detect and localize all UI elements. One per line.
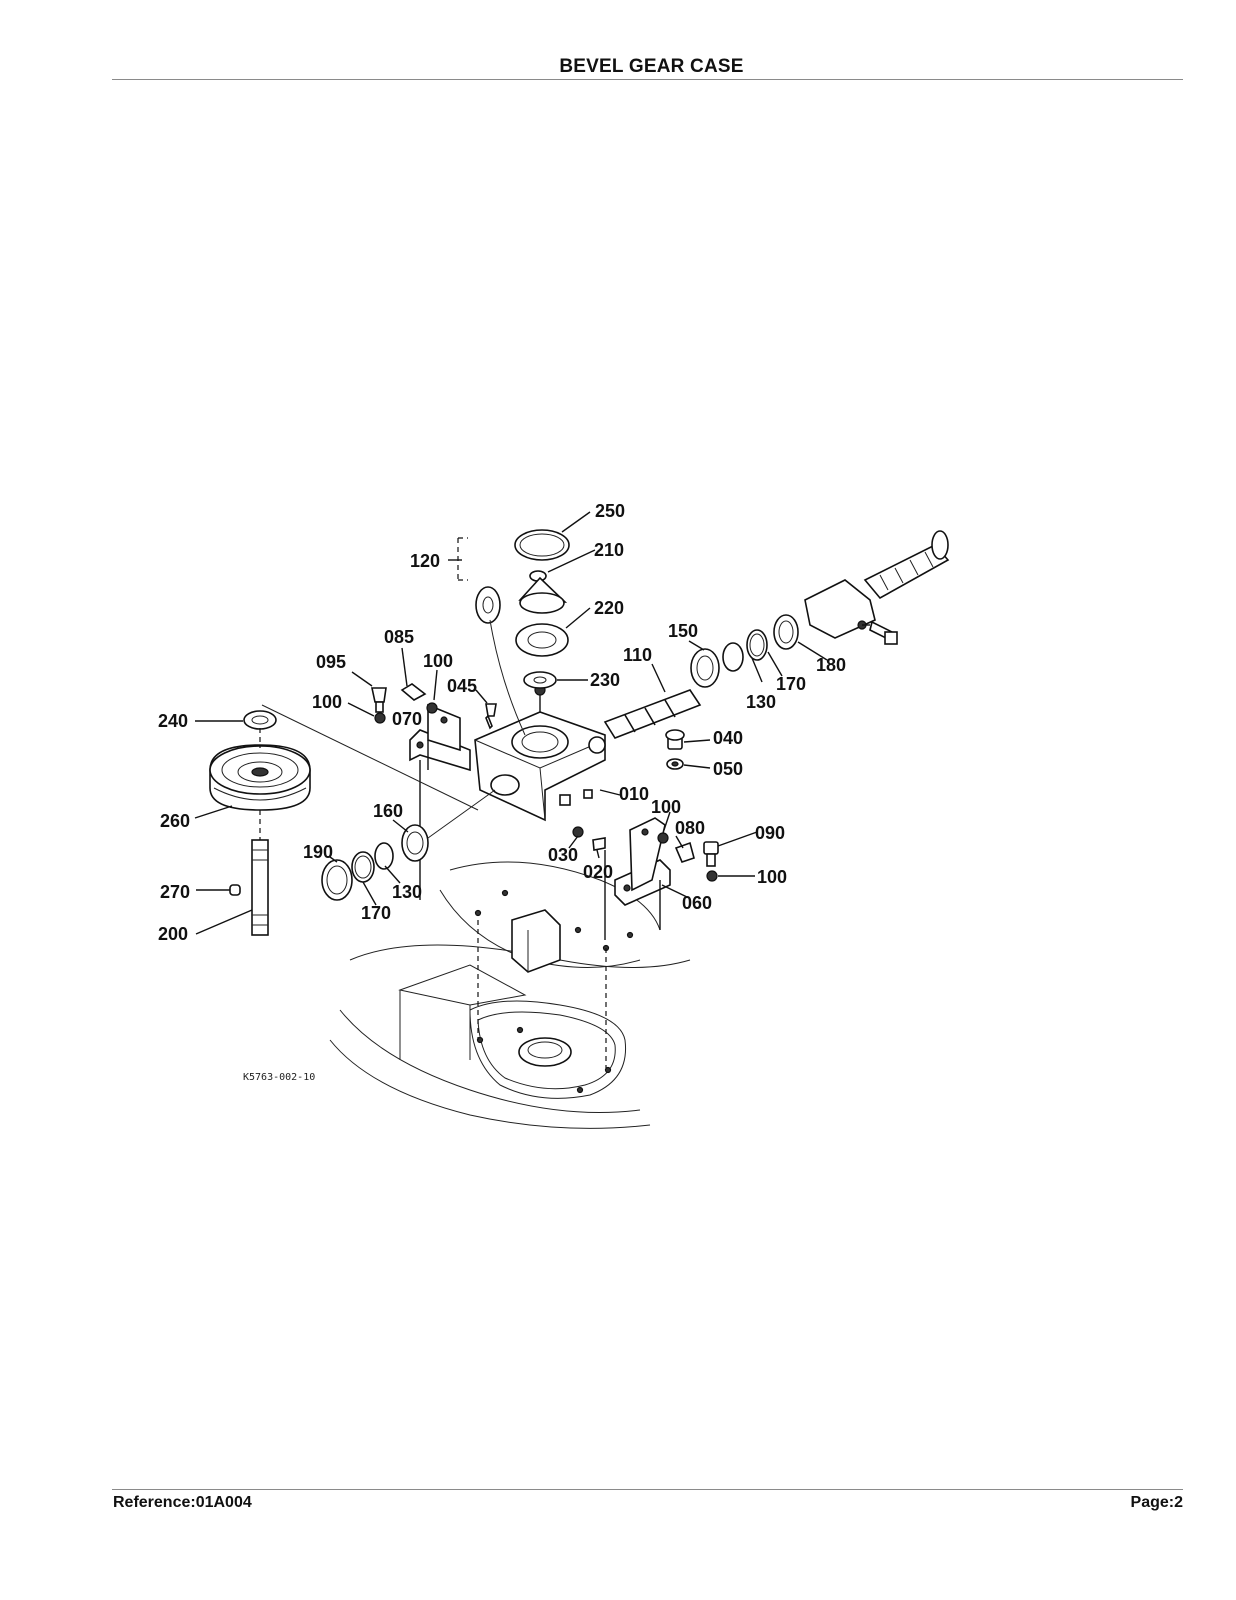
reference-label: Reference:01A004	[113, 1494, 252, 1511]
page-title: BEVEL GEAR CASE	[559, 56, 744, 77]
callout-250: 250	[595, 501, 625, 521]
callout-060: 060	[682, 893, 712, 913]
callout-230: 230	[590, 670, 620, 690]
callout-190: 190	[303, 842, 333, 862]
header-rule	[112, 79, 1183, 80]
callout-090: 090	[755, 823, 785, 843]
part-callouts: 250 210 120 220 085 100 095 045 100 070 …	[158, 501, 846, 1083]
callout-200: 200	[158, 924, 188, 944]
callout-220: 220	[594, 598, 624, 618]
callout-100-mid: 100	[651, 797, 681, 817]
callout-020: 020	[583, 862, 613, 882]
fastener-group	[371, 683, 719, 882]
callout-170-right: 170	[776, 674, 806, 694]
callout-110: 110	[623, 645, 652, 665]
callout-160: 160	[373, 801, 403, 821]
gear-housing-010	[474, 684, 606, 822]
callout-240: 240	[158, 711, 188, 731]
callout-100-bottom: 100	[757, 867, 787, 887]
callout-100-top: 100	[423, 651, 453, 671]
callout-210: 210	[594, 540, 624, 560]
upper-part-stack	[457, 529, 570, 736]
bracket-060	[604, 817, 671, 940]
callout-130-left: 130	[392, 882, 422, 902]
callout-150: 150	[668, 621, 698, 641]
callout-050: 050	[713, 759, 743, 779]
callout-270: 270	[160, 882, 190, 902]
mower-deck-drawing	[329, 861, 691, 1129]
page-number: Page:2	[1130, 1494, 1183, 1511]
callout-085: 085	[384, 627, 414, 647]
callout-130-right: 130	[746, 692, 776, 712]
callout-045: 045	[447, 676, 477, 696]
callout-095: 095	[316, 652, 346, 672]
footer-rule	[112, 1489, 1183, 1490]
callout-170-left: 170	[361, 903, 391, 923]
callout-180: 180	[816, 655, 846, 675]
callout-100-left: 100	[312, 692, 342, 712]
callout-070: 070	[392, 709, 422, 729]
drawing-code: K5763-002-10	[243, 1072, 315, 1083]
callout-040: 040	[713, 728, 743, 748]
callout-010: 010	[619, 784, 649, 804]
input-shaft-assembly	[603, 530, 950, 739]
callout-120: 120	[410, 551, 440, 571]
callout-080: 080	[675, 818, 705, 838]
callout-030: 030	[548, 845, 578, 865]
plug-and-washer	[665, 729, 685, 770]
pulley-assembly	[209, 704, 479, 936]
bracket-070	[409, 703, 471, 900]
leader-lines	[194, 511, 828, 935]
lower-bearing-stack	[321, 789, 496, 901]
callout-260: 260	[160, 811, 190, 831]
